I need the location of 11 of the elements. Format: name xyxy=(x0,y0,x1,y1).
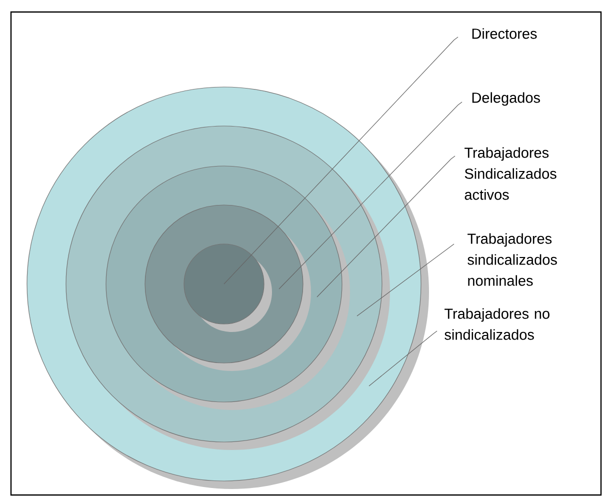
layer-label: Delegados xyxy=(472,92,540,106)
layer-label: Trabajadores Sindicalizados activos xyxy=(464,147,556,200)
leader-line xyxy=(356,244,454,316)
ring-circle xyxy=(184,244,272,332)
layer-label: Trabajadores no sindicalizados xyxy=(444,308,550,340)
leader-line xyxy=(224,36,458,284)
leader-line xyxy=(278,102,462,290)
leader-line xyxy=(316,156,456,298)
layer-label: Directores xyxy=(472,28,537,39)
layer-label: Trabajadores sindicalizados nominales xyxy=(468,233,557,286)
leader-line xyxy=(368,330,438,386)
